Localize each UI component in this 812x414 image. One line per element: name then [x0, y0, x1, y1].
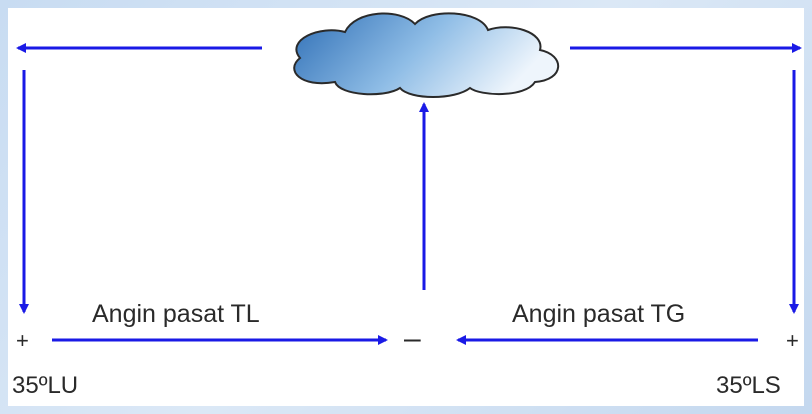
high-pressure-sign-left: +	[16, 328, 29, 353]
high-pressure-sign-right: +	[786, 328, 799, 353]
low-pressure-sign-center: –	[404, 322, 421, 355]
latitude-label-right: 35ºLS	[716, 372, 781, 399]
wind-label-right: Angin pasat TG	[512, 300, 686, 328]
cloud-icon	[293, 12, 560, 98]
wind-label-left: Angin pasat TL	[92, 300, 260, 328]
latitude-label-left: 35ºLU	[12, 372, 79, 399]
